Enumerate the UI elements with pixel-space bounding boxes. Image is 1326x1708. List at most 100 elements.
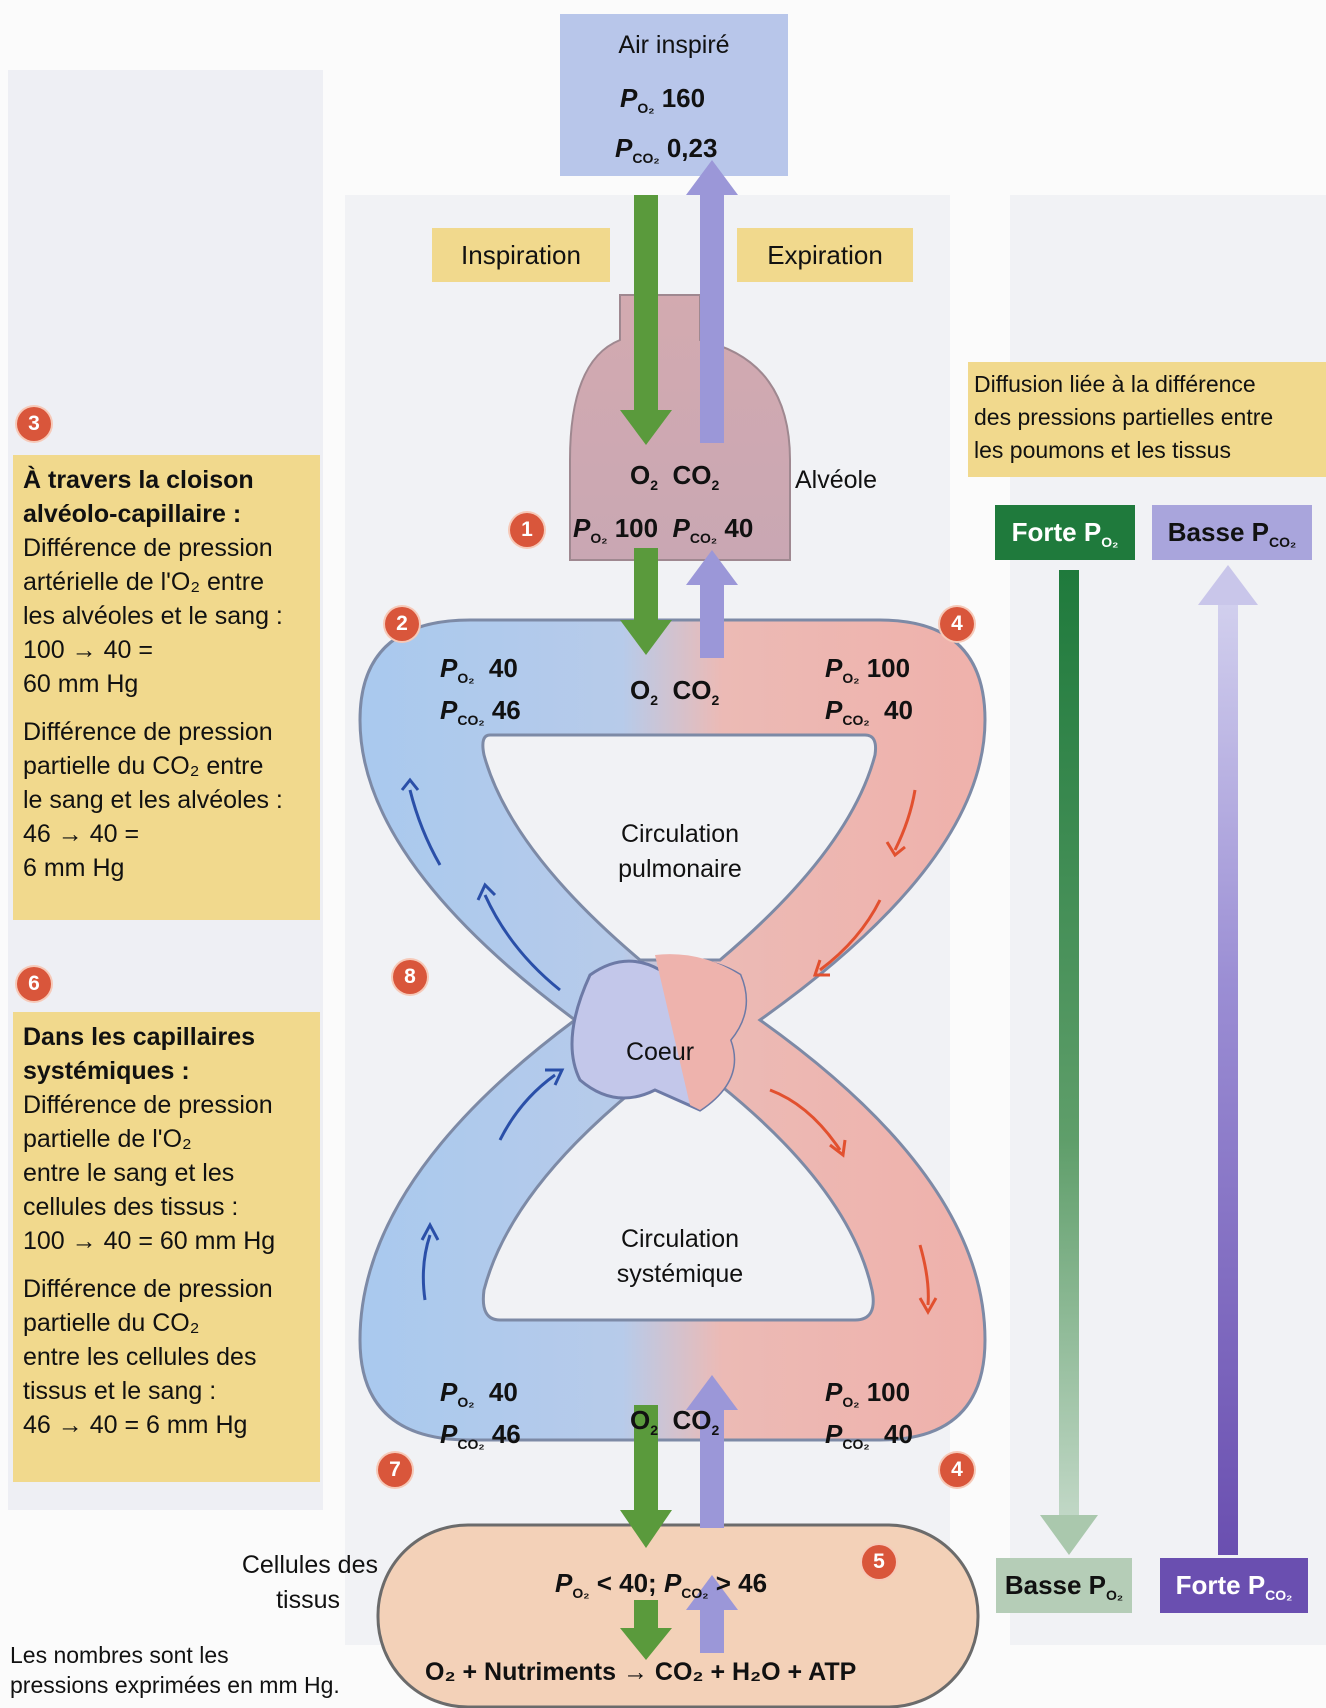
pulmonary-label-2: pulmonaire [618, 855, 742, 883]
diffusion-line-2: des pressions partielles entre [974, 404, 1274, 430]
note6-b3: entre les cellules des [23, 1343, 257, 1371]
badge-4-bottom: 4 [940, 1453, 974, 1487]
footnote: Les nombres sont les pressions exprimées… [10, 1640, 340, 1700]
note3-b5: 6 mm Hg [23, 854, 125, 882]
badge-5: 5 [862, 1545, 896, 1579]
badge-8: 8 [393, 960, 427, 994]
note3-title-1: À travers la cloison [23, 466, 254, 494]
note6-b4: tissus et le sang : [23, 1377, 217, 1405]
badge-4-top: 4 [940, 607, 974, 641]
note6-b5: 46 → 40 = 6 mm Hg [23, 1411, 248, 1439]
note3-a3: les alvéoles et le sang : [23, 602, 283, 630]
co2-arrows [686, 160, 738, 1653]
basse-pco2-text: Basse P [1167, 517, 1269, 547]
basse-pco2-box: Basse PCO₂ [1152, 505, 1312, 560]
diffusion-line-3: les poumons et les tissus [974, 437, 1231, 463]
forte-pco2-text: Forte P [1175, 1570, 1266, 1600]
pulm-left-pco2-value: 46 [491, 695, 521, 725]
systemic-label-2: systémique [616, 1260, 744, 1288]
note6-b2: partielle du CO₂ [23, 1309, 200, 1337]
basse-po2-box: Basse PO₂ [996, 1558, 1132, 1613]
badge-2: 2 [385, 607, 419, 641]
pulm-right-po2-value: 100 [866, 653, 911, 683]
systemic-right-po2: PO₂ 100 [825, 1377, 911, 1411]
alveole-gases: O2 CO2 [630, 460, 720, 494]
pulmonary-right-pco2: PCO₂ 40 [825, 695, 913, 729]
air-box [560, 14, 788, 176]
pulmonary-left-po2: PO₂ 40 [440, 653, 518, 687]
note6-a4: cellules des tissus : [23, 1193, 239, 1221]
diffusion-note: Diffusion liée à la différence des press… [968, 362, 1326, 477]
alveole-shape [569, 294, 791, 561]
note3-b4: 46 → 40 = [23, 820, 140, 848]
badge-1: 1 [510, 513, 544, 547]
tissues-pco2: > 46 [715, 1568, 768, 1598]
deoxy-flow-arrows [400, 777, 565, 1301]
forte-po2-box: Forte PO₂ [995, 505, 1135, 560]
note-systemic-capillaries: Dans les capillaires systémiques : Diffé… [13, 1012, 320, 1482]
heart-right-half [655, 954, 746, 1110]
pulmonary-left-pco2: PCO₂ 46 [440, 695, 521, 729]
forte-pco2-box: Forte PCO₂ [1160, 1558, 1308, 1613]
note6-a3: entre le sang et les [23, 1159, 235, 1187]
badge-7: 7 [378, 1453, 412, 1487]
systemic-right-pco2: PCO₂ 40 [825, 1419, 913, 1453]
alveole-pco2: 40 [724, 513, 754, 543]
syst-left-pco2-value: 46 [491, 1419, 521, 1449]
diffusion-line-1: Diffusion liée à la différence [974, 371, 1256, 397]
systemic-center-gases: O2 CO2 [630, 1405, 720, 1439]
note6-a5: 100 → 40 = 60 mm Hg [23, 1227, 276, 1255]
co2-diffusion-arrowhead [1198, 565, 1258, 605]
tissues-reaction: O₂ + Nutriments → CO₂ + H₂O + ATP [425, 1658, 857, 1686]
o2-diffusion-arrowhead [1040, 1515, 1098, 1555]
note3-b1: Différence de pression [23, 718, 273, 746]
pulmonary-center-gases: O2 CO2 [630, 675, 720, 709]
note-alveolar-wall: À travers la cloison alvéolo-capillaire … [13, 455, 320, 920]
forte-po2-text: Forte P [1011, 517, 1102, 547]
note6-title-2: systémiques : [23, 1057, 190, 1085]
note3-a4: 100 → 40 = [23, 636, 153, 664]
badge-6: 6 [17, 967, 51, 1001]
note6-title-1: Dans les capillaires [23, 1023, 256, 1051]
note6-a1: Différence de pression [23, 1091, 273, 1119]
systemic-left-po2: PO₂ 40 [440, 1377, 518, 1411]
air-pco2: PCO₂ 0,23 [615, 133, 718, 167]
note6-b1: Différence de pression [23, 1275, 273, 1303]
air-title: Air inspiré [618, 31, 730, 59]
inspiration-tag: Inspiration [432, 228, 610, 282]
note3-a1: Différence de pression [23, 534, 273, 562]
pulm-left-po2-value: 40 [488, 653, 518, 683]
tissue-capsule [376, 1523, 980, 1708]
tissues-po2: < 40; [596, 1568, 657, 1598]
systemic-label-1: Circulation [620, 1225, 740, 1253]
syst-left-po2-value: 40 [488, 1377, 518, 1407]
pulmonary-right-po2: PO₂ 100 [825, 653, 911, 687]
note3-title-2: alvéolo-capillaire : [23, 500, 242, 528]
note6-a2: partielle de l'O₂ [23, 1125, 192, 1153]
note3-a2: artérielle de l'O₂ entre [23, 568, 264, 596]
systemic-left-pco2: PCO₂ 46 [440, 1419, 521, 1453]
o2-arrows [620, 195, 672, 1660]
pulm-right-pco2-value: 40 [884, 695, 913, 725]
basse-po2-text: Basse P [1004, 1570, 1107, 1600]
footnote-line-2: pressions exprimées en mm Hg. [10, 1672, 340, 1698]
air-po2: PO₂ 160 [620, 83, 706, 117]
air-pco2-value: 0,23 [666, 133, 718, 163]
tissues-label-2: tissus [276, 1586, 340, 1614]
air-po2-value: 160 [661, 83, 706, 113]
alveole-label: Alvéole [795, 466, 877, 494]
note3-b3: le sang et les alvéoles : [23, 786, 283, 814]
tissues-partials: PO₂ < 40; PCO₂ > 46 [555, 1568, 768, 1602]
alveole-po2: 100 [614, 513, 659, 543]
co2-diffusion-bar [1218, 600, 1238, 1555]
syst-right-pco2-value: 40 [884, 1419, 913, 1449]
oxy-flow-arrows [769, 789, 938, 1316]
note3-a5: 60 mm Hg [23, 670, 139, 698]
pulmonary-label-1: Circulation [620, 820, 740, 848]
note3-b2: partielle du CO₂ entre [23, 752, 264, 780]
badge-3: 3 [17, 407, 51, 441]
tissues-label-1: Cellules des [241, 1551, 378, 1579]
alveole-partials: PO₂ 100 PCO₂ 40 [573, 513, 754, 547]
heart-label: Coeur [625, 1038, 695, 1066]
